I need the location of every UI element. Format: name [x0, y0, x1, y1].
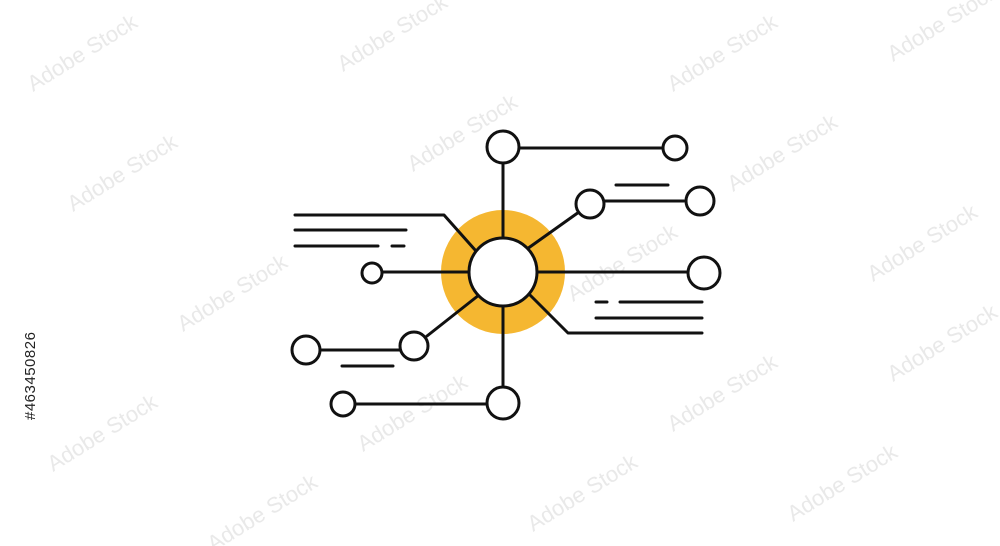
network-node — [574, 188, 606, 220]
connector-line — [293, 213, 478, 253]
network-node — [398, 330, 430, 362]
connector-line — [525, 210, 581, 251]
network-node — [686, 255, 722, 291]
connector-line — [425, 293, 481, 338]
network-node — [684, 185, 716, 217]
network-node — [485, 385, 521, 421]
hub-node — [467, 236, 539, 308]
network-node — [290, 334, 322, 366]
network-node — [360, 261, 384, 285]
network-node — [661, 134, 689, 162]
stock-id-label: #463450826 — [22, 331, 39, 420]
network-node — [329, 390, 357, 418]
network-node — [485, 129, 521, 165]
connector-line — [528, 293, 704, 335]
